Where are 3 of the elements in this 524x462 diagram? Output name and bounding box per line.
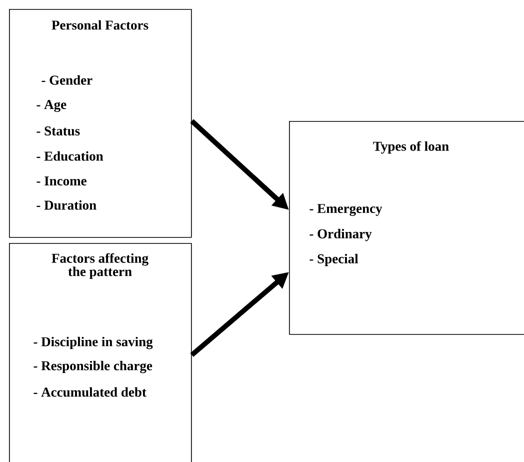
text-box: Types of loan - Emergency - Ordinary - Special bbox=[289, 121, 524, 335]
text-box: Factors affecting the pattern - Discipline in saving - Responsible charge - Accumulated debt bbox=[9, 242, 192, 462]
text-box: Personal Factors - Gender - Age - Status - Education - Income - Duration bbox=[9, 9, 192, 238]
